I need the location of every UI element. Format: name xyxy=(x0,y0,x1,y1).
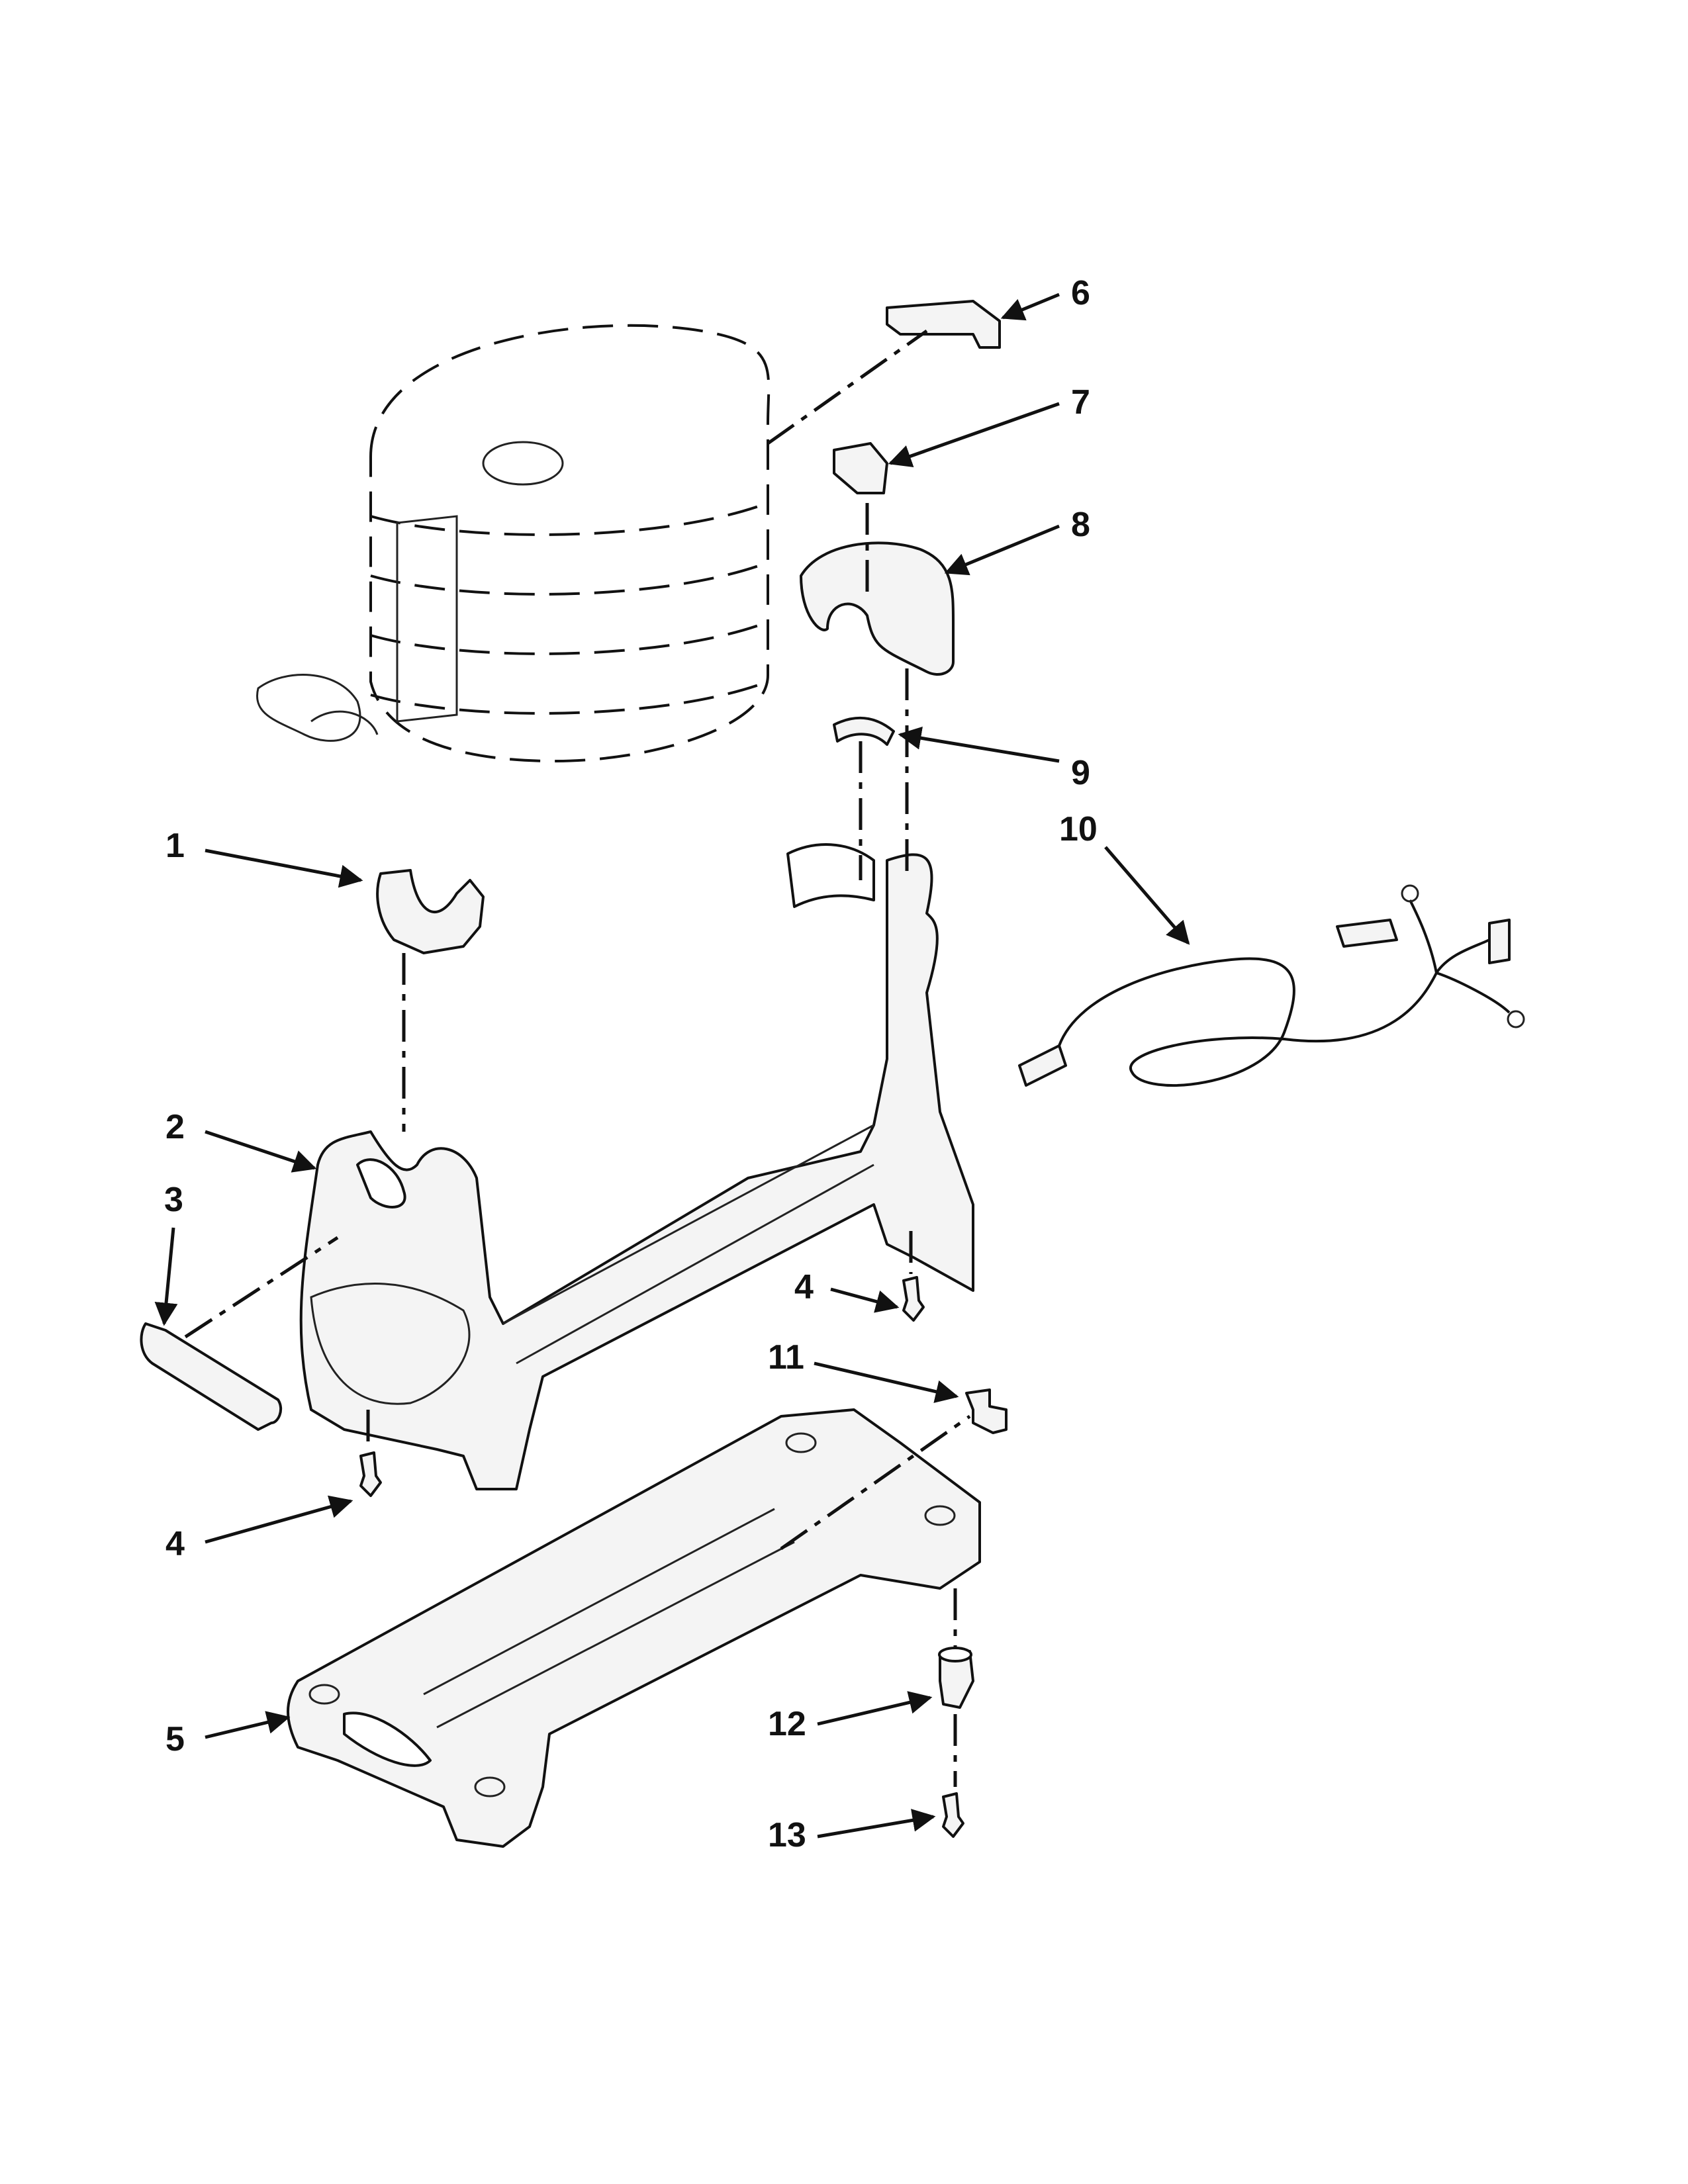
callout-11: 11 xyxy=(768,1338,804,1377)
callout-9: 9 xyxy=(1071,754,1090,792)
callout-4b: 4 xyxy=(794,1268,814,1306)
part-4a xyxy=(359,1451,382,1497)
ghost-dispenser-head xyxy=(256,324,771,763)
callout-2: 2 xyxy=(165,1108,185,1146)
arrow-7 xyxy=(888,402,1060,468)
part-9 xyxy=(833,716,895,746)
part-5 xyxy=(287,1408,981,1848)
arrow-11 xyxy=(814,1361,959,1403)
assembly-line-6 xyxy=(767,329,928,445)
arrow-10 xyxy=(1104,846,1190,945)
part-4b xyxy=(902,1276,925,1322)
arrow-12 xyxy=(817,1691,933,1726)
arrow-8 xyxy=(944,524,1060,576)
part-3 xyxy=(140,1322,283,1431)
arrow-9 xyxy=(898,726,1060,763)
callout-10: 10 xyxy=(1059,810,1098,848)
arrow-4b xyxy=(830,1287,900,1313)
part-10 xyxy=(1018,884,1525,1087)
arrow-3 xyxy=(154,1227,178,1326)
assembly-line-11 xyxy=(780,1414,971,1551)
callout-12: 12 xyxy=(768,1705,806,1743)
assembly-lines xyxy=(184,329,971,1787)
arrow-4a xyxy=(205,1495,353,1544)
arrow-1 xyxy=(205,848,363,888)
arrow-13 xyxy=(817,1809,936,1839)
callout-7: 7 xyxy=(1071,383,1090,422)
callout-3: 3 xyxy=(164,1181,183,1219)
callout-13: 13 xyxy=(768,1816,806,1854)
callout-6: 6 xyxy=(1071,274,1090,312)
part-13 xyxy=(942,1792,964,1838)
arrow-6 xyxy=(1000,293,1060,321)
arrow-2 xyxy=(205,1130,317,1173)
part-1 xyxy=(376,869,485,954)
callout-labels: 1 2 3 4 4 5 6 7 8 9 10 11 12 13 xyxy=(164,274,1098,1854)
callout-8: 8 xyxy=(1071,506,1090,544)
part-2 xyxy=(299,843,974,1490)
part-8 xyxy=(800,541,955,676)
callout-4a: 4 xyxy=(165,1525,185,1563)
callout-arrows xyxy=(154,293,1190,1839)
part-6 xyxy=(886,300,1001,349)
part-11 xyxy=(965,1388,1008,1434)
part-12 xyxy=(938,1647,974,1709)
assembly-line-3 xyxy=(184,1236,339,1339)
callout-1: 1 xyxy=(165,827,185,865)
arrow-5 xyxy=(205,1711,291,1739)
callout-5: 5 xyxy=(165,1720,185,1758)
part-7 xyxy=(833,442,888,494)
